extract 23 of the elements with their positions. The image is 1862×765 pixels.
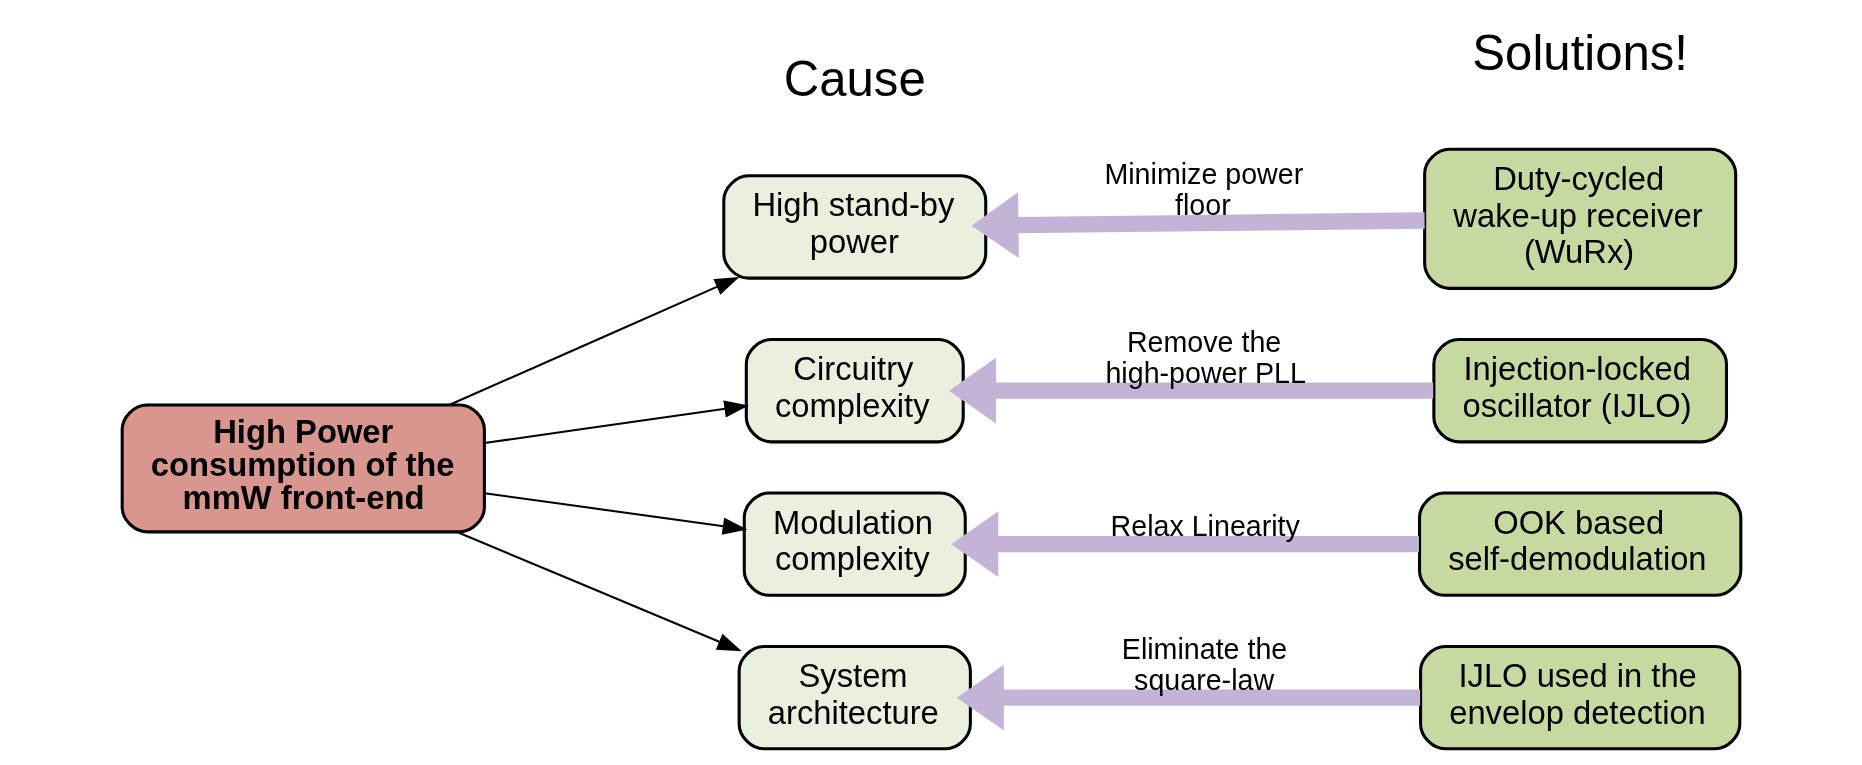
edge-label: Remove the high-power PLL [1104, 326, 1306, 389]
arrow [483, 400, 749, 444]
node-box: Injection-locked oscillator (IJLO) [1431, 338, 1728, 444]
arrow [448, 277, 739, 406]
node-box: OOK based self-demodulation [1417, 491, 1742, 597]
arrow [948, 357, 1433, 424]
arrow [971, 192, 1425, 259]
arrow [483, 492, 747, 535]
node-box: Duty-cycled wake-up receiver (WuRx) [1422, 147, 1737, 290]
node-box: System architecture [737, 644, 972, 751]
label: Cause [783, 52, 926, 107]
node-box: Modulation complexity [742, 491, 967, 597]
edge-label: Eliminate the square-law [1121, 633, 1287, 696]
node-box: Circuitry complexity [744, 338, 965, 444]
arrow [950, 511, 1419, 578]
label: Solutions! [1471, 25, 1688, 80]
node-box: High stand-by power [721, 174, 987, 280]
arrow [456, 531, 742, 652]
node-box: IJLO used in the envelop detection [1418, 644, 1741, 751]
node-box: High Power consumption of the mmW front-end [120, 403, 486, 534]
edge-label: Minimize power floor [1103, 158, 1303, 222]
arrow [956, 664, 1420, 731]
edge-label: Relax Linearity [1110, 510, 1300, 543]
